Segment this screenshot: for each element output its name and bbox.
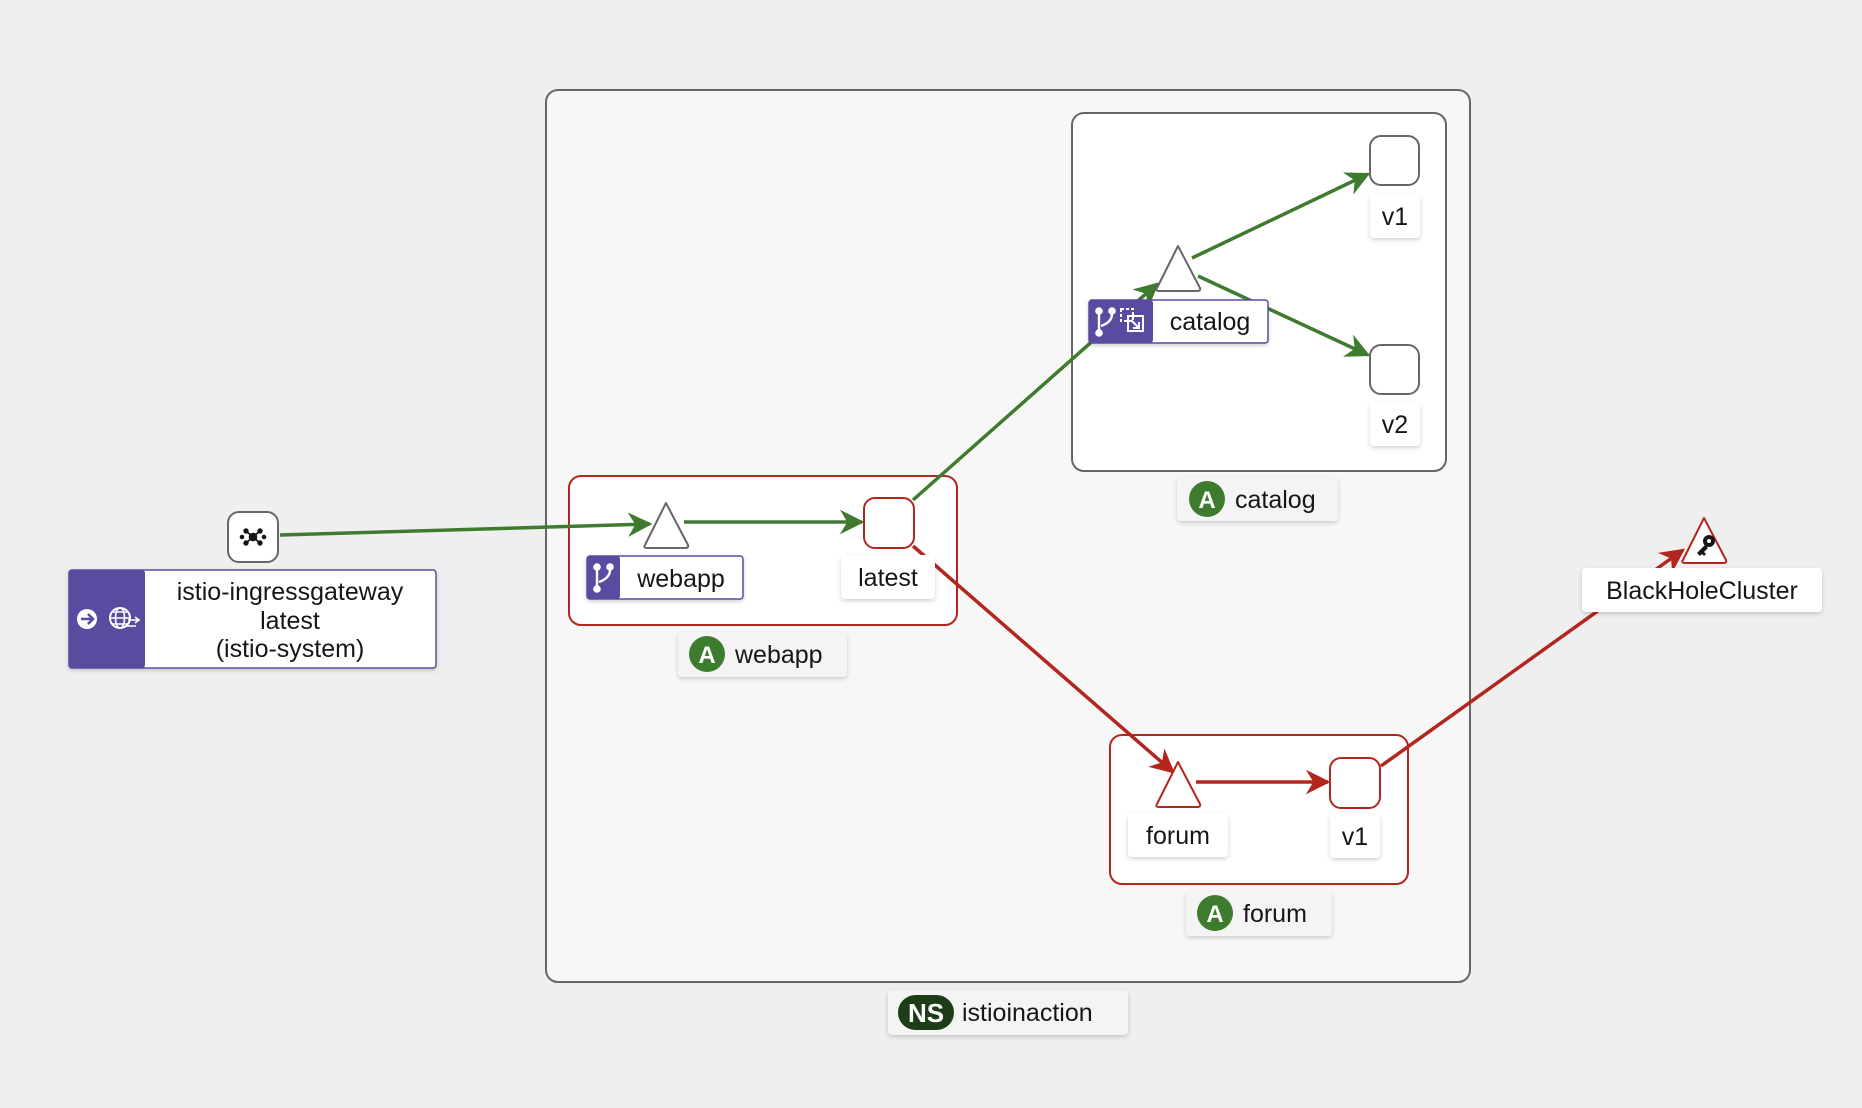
app-badge-forum: A: [1206, 901, 1223, 928]
node-istio-ingressgateway[interactable]: [227, 511, 279, 563]
label-blackhole-cluster-text: BlackHoleCluster: [1606, 577, 1798, 605]
node-blackhole-cluster[interactable]: [1681, 517, 1728, 564]
label-webapp-latest: latest: [841, 555, 935, 599]
label-catalog-v2: v2: [1370, 402, 1420, 446]
node-catalog-v2[interactable]: [1369, 344, 1420, 395]
label-forum-v1: v1: [1330, 814, 1380, 858]
app-label-forum[interactable]: A forum: [1186, 891, 1332, 936]
namespace-name: istioinaction: [962, 999, 1093, 1027]
app-box-catalog[interactable]: [1071, 112, 1447, 472]
node-webapp-latest[interactable]: [863, 497, 915, 549]
app-badge-webapp: A: [698, 642, 715, 669]
node-forum-service[interactable]: [1155, 761, 1202, 808]
virtual-service-icon: [593, 563, 614, 593]
service-entry-icon: [1120, 308, 1144, 332]
label-webapp-service-text: webapp: [636, 565, 725, 593]
gateway-icon: [239, 528, 267, 546]
label-webapp-service: webapp: [586, 555, 744, 600]
ingress-globe-icon: [77, 607, 141, 629]
app-label-webapp[interactable]: A webapp: [678, 632, 847, 677]
label-catalog-v1-text: v1: [1382, 203, 1408, 231]
edge-catalog-to-v2[interactable]: [1197, 274, 1371, 357]
edge-webapp-latest-to-forum[interactable]: [911, 544, 1175, 774]
label-forum-v1-text: v1: [1342, 823, 1368, 851]
namespace-badge: NS: [908, 998, 944, 1028]
label-forum-service: forum: [1128, 813, 1228, 857]
label-catalog-service: catalog: [1088, 299, 1269, 344]
app-badge-catalog: A: [1198, 487, 1215, 514]
app-name-forum: forum: [1243, 900, 1307, 928]
app-name-catalog: catalog: [1235, 486, 1316, 514]
app-label-catalog[interactable]: A catalog: [1177, 477, 1338, 521]
label-istio-ingressgateway: istio-ingressgateway latest (istio-syste…: [68, 569, 437, 669]
node-forum-v1[interactable]: [1329, 757, 1381, 809]
edge-catalog-to-v1[interactable]: [1191, 172, 1371, 260]
label-ingress-line2: latest: [260, 607, 320, 635]
label-ingress-line3: (istio-system): [216, 635, 365, 663]
app-name-webapp: webapp: [734, 641, 823, 669]
node-catalog-v1[interactable]: [1369, 135, 1420, 186]
label-catalog-service-text: catalog: [1170, 308, 1251, 336]
namespace-label-istioinaction[interactable]: NS istioinaction: [888, 990, 1128, 1035]
label-webapp-latest-text: latest: [858, 564, 918, 592]
key-icon: [1697, 535, 1715, 556]
node-catalog-service[interactable]: [1155, 245, 1202, 292]
edge-ingress-to-webapp[interactable]: [279, 512, 653, 537]
label-blackhole-cluster: BlackHoleCluster: [1582, 568, 1822, 612]
label-catalog-v1: v1: [1370, 194, 1420, 238]
label-forum-service-text: forum: [1146, 822, 1210, 850]
node-webapp-service[interactable]: [643, 502, 690, 549]
label-ingress-line1: istio-ingressgateway: [177, 578, 404, 606]
label-catalog-v2-text: v2: [1382, 411, 1408, 439]
virtual-service-icon: [1095, 307, 1116, 337]
